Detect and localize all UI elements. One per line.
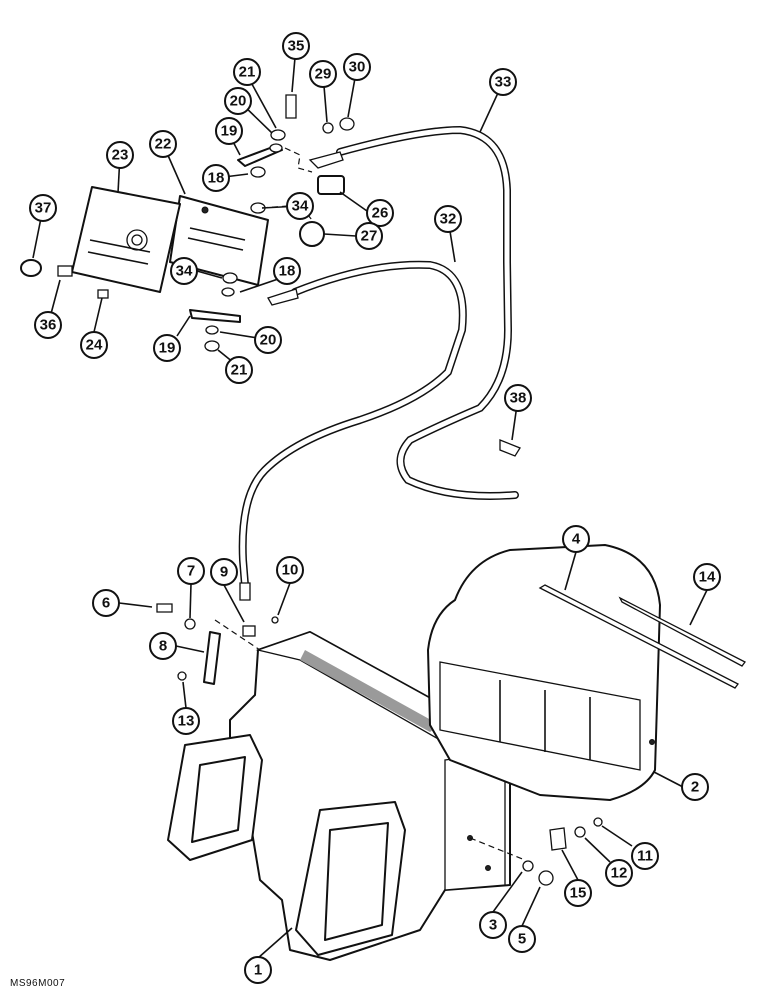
callout-18-upper: 18 <box>202 164 230 192</box>
callout-24: 24 <box>80 331 108 359</box>
control-cables <box>238 125 519 601</box>
callout-20-upper: 20 <box>224 87 252 115</box>
callout-36: 36 <box>34 311 62 339</box>
svg-text:24: 24 <box>86 337 103 354</box>
svg-text:10: 10 <box>282 562 299 579</box>
svg-text:21: 21 <box>239 64 256 81</box>
callout-19-upper: 19 <box>215 117 243 145</box>
callout-38: 38 <box>504 384 532 412</box>
callout-12: 12 <box>605 859 633 887</box>
callout-1: 1 <box>244 956 272 984</box>
callout-32: 32 <box>434 205 462 233</box>
callout-7: 7 <box>177 557 205 585</box>
svg-text:12: 12 <box>611 865 628 882</box>
housing-hardware <box>156 603 603 886</box>
callout-5: 5 <box>508 925 536 953</box>
callout-6: 6 <box>92 589 120 617</box>
svg-text:34: 34 <box>176 263 193 280</box>
callout-8: 8 <box>149 632 177 660</box>
svg-text:19: 19 <box>159 340 176 357</box>
svg-text:18: 18 <box>279 263 296 280</box>
callout-10: 10 <box>276 556 304 584</box>
callout-37: 37 <box>29 194 57 222</box>
callout-26: 26 <box>366 199 394 227</box>
svg-text:33: 33 <box>495 74 512 91</box>
svg-text:26: 26 <box>372 205 389 222</box>
svg-text:30: 30 <box>349 59 366 76</box>
svg-text:20: 20 <box>260 332 277 349</box>
svg-text:5: 5 <box>518 931 526 948</box>
callout-21-lower: 21 <box>225 356 253 384</box>
blower-housing <box>427 544 661 801</box>
drawing-code: MS96M007 <box>10 978 66 989</box>
callout-11: 11 <box>631 842 659 870</box>
callout-4: 4 <box>562 525 590 553</box>
svg-text:18: 18 <box>208 170 225 187</box>
callout-33: 33 <box>489 68 517 96</box>
callout-3: 3 <box>479 911 507 939</box>
svg-text:14: 14 <box>699 569 716 586</box>
svg-text:6: 6 <box>102 595 110 612</box>
callout-22: 22 <box>149 130 177 158</box>
svg-text:27: 27 <box>361 228 378 245</box>
callout-27: 27 <box>355 222 383 250</box>
svg-text:20: 20 <box>230 93 247 110</box>
callout-15: 15 <box>564 879 592 907</box>
callout-34-lower: 34 <box>170 257 198 285</box>
callout-14: 14 <box>693 563 721 591</box>
svg-text:7: 7 <box>187 563 195 580</box>
svg-text:23: 23 <box>112 147 129 164</box>
callout-18-lower: 18 <box>273 257 301 285</box>
callout-29: 29 <box>309 60 337 88</box>
callout-19-lower: 19 <box>153 334 181 362</box>
svg-text:34: 34 <box>292 198 309 215</box>
callout-2: 2 <box>681 773 709 801</box>
callout-34-upper: 34 <box>286 192 314 220</box>
svg-text:38: 38 <box>510 390 527 407</box>
rods <box>538 584 746 689</box>
svg-text:2: 2 <box>691 779 699 796</box>
svg-text:21: 21 <box>231 362 248 379</box>
svg-text:35: 35 <box>288 38 305 55</box>
svg-text:11: 11 <box>637 848 653 865</box>
svg-text:1: 1 <box>254 962 262 979</box>
callout-23: 23 <box>106 141 134 169</box>
svg-text:36: 36 <box>40 317 57 334</box>
svg-text:19: 19 <box>221 123 238 140</box>
callout-21-upper: 21 <box>233 58 261 86</box>
callout-9: 9 <box>210 558 238 586</box>
svg-text:15: 15 <box>570 885 587 902</box>
svg-text:4: 4 <box>572 531 581 548</box>
callout-30: 30 <box>343 53 371 81</box>
svg-text:32: 32 <box>440 211 457 228</box>
callout-13: 13 <box>172 707 200 735</box>
callout-35: 35 <box>282 32 310 60</box>
svg-text:22: 22 <box>155 136 172 153</box>
svg-text:13: 13 <box>178 713 195 730</box>
callout-20-lower: 20 <box>254 326 282 354</box>
svg-text:8: 8 <box>159 638 167 655</box>
svg-text:3: 3 <box>489 917 497 934</box>
svg-text:29: 29 <box>315 66 332 83</box>
svg-text:9: 9 <box>220 564 228 581</box>
svg-text:37: 37 <box>35 200 52 217</box>
